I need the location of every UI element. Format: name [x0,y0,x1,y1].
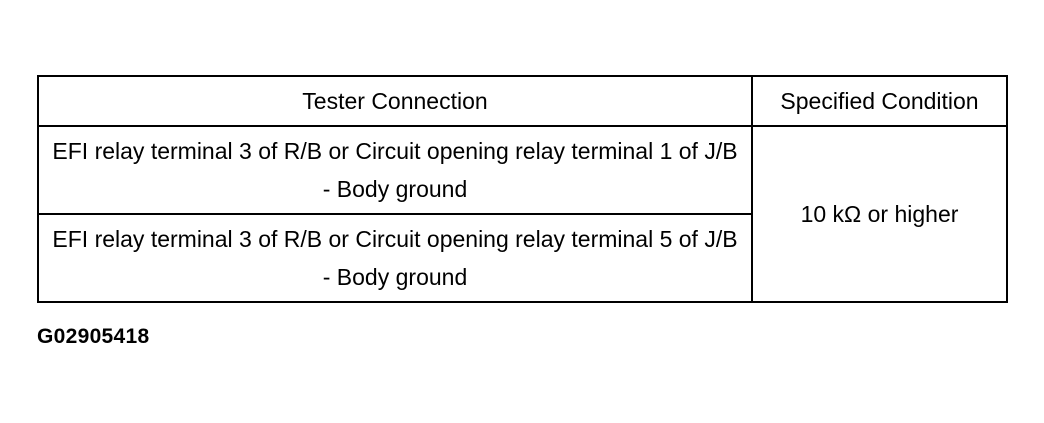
header-specified-condition: Specified Condition [751,75,1008,127]
specification-table: Tester Connection Specified Condition EF… [37,75,1008,303]
table-row: EFI relay terminal 3 of R/B or Circuit o… [37,125,1008,303]
header-row: Tester Connection Specified Condition [37,75,1008,127]
tester-connection-cell: EFI relay terminal 3 of R/B or Circuit o… [37,213,753,303]
specified-condition-cell: 10 kΩ or higher [751,125,1008,303]
header-tester-connection: Tester Connection [37,75,753,127]
table-row: EFI relay terminal 3 of R/B or Circuit o… [37,213,1007,303]
tester-connection-cell: EFI relay terminal 3 of R/B or Circuit o… [37,125,753,215]
figure-id: G02905418 [37,325,150,348]
